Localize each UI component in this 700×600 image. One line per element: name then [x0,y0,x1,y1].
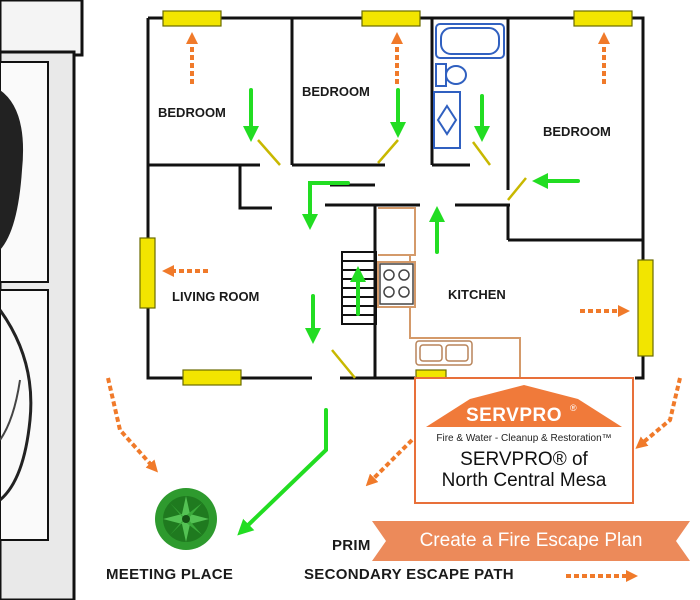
label-bedroom-right: BEDROOM [543,124,611,139]
servpro-brand-text: SERVPRO [466,405,562,426]
servpro-logo-card: SERVPRO ® Fire & Water - Cleanup & Resto… [414,377,634,504]
servpro-location-name: SERVPRO® of North Central Mesa [416,449,632,491]
primary-path-label: PRIM [332,537,371,554]
windows [139,10,654,386]
meeting-place-label: MEETING PLACE [106,566,234,583]
servpro-brand-mark: ® [570,403,577,413]
label-bedroom-left: BEDROOM [158,105,226,120]
vanity-icon [433,91,461,149]
servpro-name-line1: SERVPRO® of [460,449,588,470]
tree-icon [155,488,217,550]
fire-escape-banner: Create a Fire Escape Plan [372,521,690,561]
stove-icon [379,263,414,305]
servpro-roof-logo: SERVPRO ® [426,385,622,427]
toilet-icon [435,63,467,87]
sink-icon [415,340,473,366]
label-kitchen: KITCHEN [448,287,506,302]
bathtub-icon [435,23,505,59]
banner-text: Create a Fire Escape Plan [419,530,643,551]
servpro-tagline: Fire & Water - Cleanup & Restoration™ [436,433,612,444]
label-living-room: LIVING ROOM [172,289,259,304]
doors [257,139,527,379]
secondary-path-label: SECONDARY ESCAPE PATH [304,566,514,583]
primary-escape-arrows [237,88,580,536]
banner-ribbon-shape [372,521,690,561]
secondary-escape-arrows [106,32,682,582]
label-bedroom-middle: BEDROOM [302,84,370,99]
adjacent-plan-fragment [0,0,84,600]
kitchen-cabinets [377,207,521,378]
servpro-name-line2: North Central Mesa [441,470,607,491]
